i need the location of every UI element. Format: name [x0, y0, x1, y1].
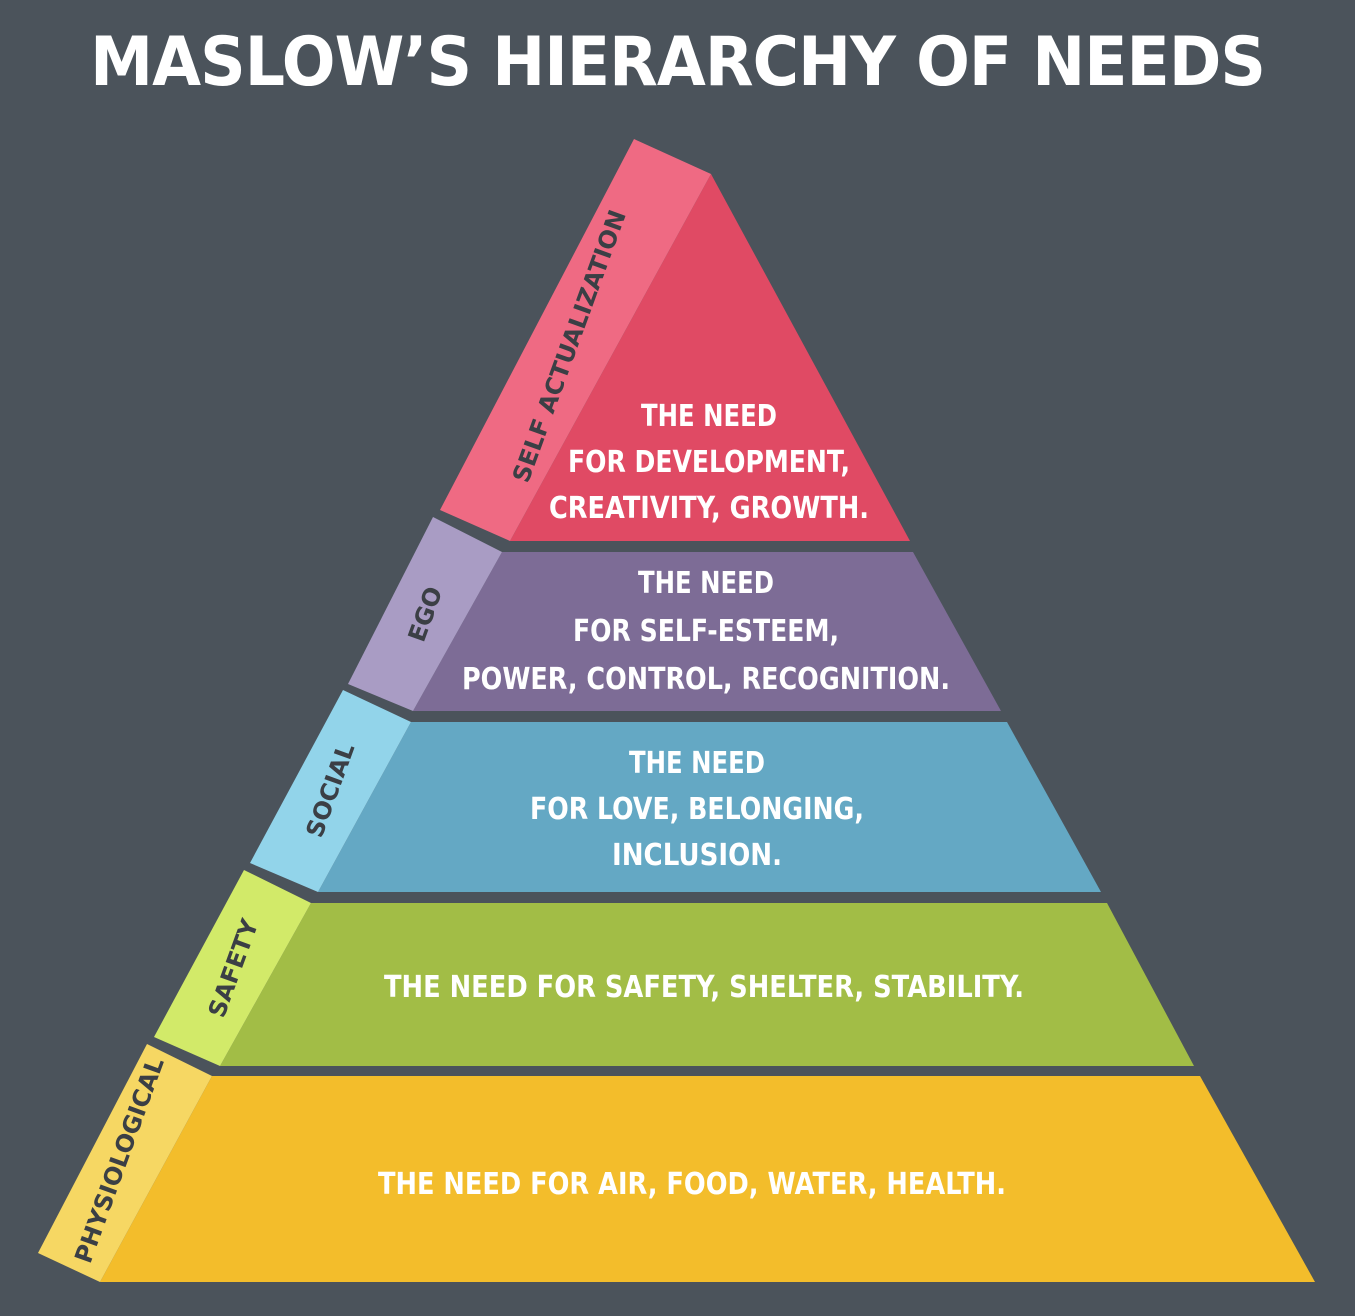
- level-ego-line-3: POWER, CONTROL, RECOGNITION.: [462, 662, 950, 697]
- level-ego-line-2: FOR SELF-ESTEEM,: [573, 614, 839, 649]
- page-title: MASLOW’S HIERARCHY OF NEEDS: [90, 23, 1266, 102]
- level-physiological-front: [100, 1076, 1315, 1282]
- level-ego-line-1: THE NEED: [638, 566, 774, 601]
- level-social-line-1: THE NEED: [629, 746, 765, 781]
- level-self-actualization-side: [440, 139, 711, 541]
- level-social-front: [318, 722, 1101, 892]
- level-social-line-2: FOR LOVE, BELONGING,: [530, 792, 864, 827]
- level-physiological: PHYSIOLOGICAL THE NEED FOR AIR, FOOD, WA…: [38, 1044, 1315, 1282]
- level-safety-side: [154, 870, 311, 1066]
- level-self-actualization-line-1: THE NEED: [641, 399, 777, 434]
- level-ego: EGO THE NEED FOR SELF-ESTEEM, POWER, CON…: [348, 517, 1001, 711]
- level-social-side: [250, 690, 411, 892]
- level-safety: SAFETY THE NEED FOR SAFETY, SHELTER, STA…: [154, 870, 1194, 1066]
- level-ego-front: [413, 552, 1001, 711]
- level-ego-side: [348, 517, 502, 711]
- level-self-actualization-line-2: FOR DEVELOPMENT,: [568, 445, 850, 480]
- level-self-actualization-front: [510, 174, 910, 541]
- level-self-actualization-line-3: CREATIVITY, GROWTH.: [549, 491, 869, 526]
- level-safety-front: [220, 903, 1194, 1066]
- level-self-actualization: SELF ACTUALIZATION THE NEED FOR DEVELOPM…: [440, 139, 910, 541]
- level-social-line-3: INCLUSION.: [612, 838, 782, 873]
- level-social: SOCIAL THE NEED FOR LOVE, BELONGING, INC…: [250, 690, 1101, 892]
- level-safety-line-1: THE NEED FOR SAFETY, SHELTER, STABILITY.: [384, 970, 1024, 1005]
- level-physiological-line-1: THE NEED FOR AIR, FOOD, WATER, HEALTH.: [378, 1167, 1006, 1202]
- level-physiological-side: [38, 1044, 212, 1282]
